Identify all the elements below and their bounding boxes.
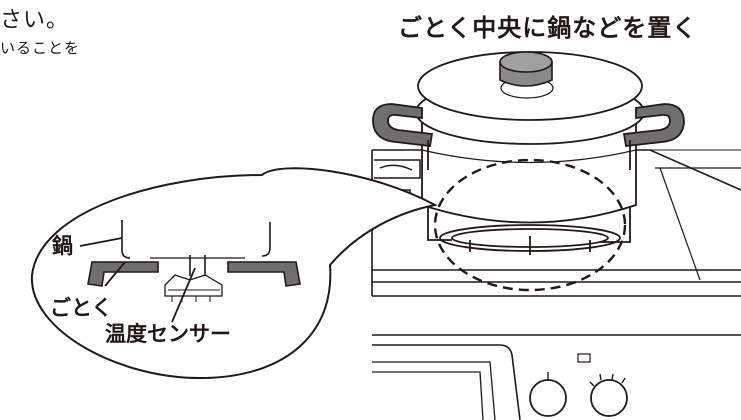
figure-caption: ごとく中央に鍋などを置く [398,14,698,42]
callout-bubble [30,167,438,380]
grate-bars [87,261,301,287]
label-pot: 鍋 [52,234,73,258]
cooktop [371,149,741,297]
control-panel [372,334,741,420]
knob-left [529,379,567,417]
pot-handles [372,103,685,170]
knob-right [590,379,628,417]
label-grate: ごとく [50,296,113,320]
burner-grate [427,197,631,255]
leader-lines [79,237,196,323]
lid-knob-icon [499,51,553,87]
instruction-text-line-1: さい。 [0,8,70,33]
label-temperature-sensor: 温度センサー [105,322,231,346]
instruction-text-line-2: いることを [0,39,81,57]
zoom-detail [121,220,271,302]
control-knobs [529,372,628,417]
